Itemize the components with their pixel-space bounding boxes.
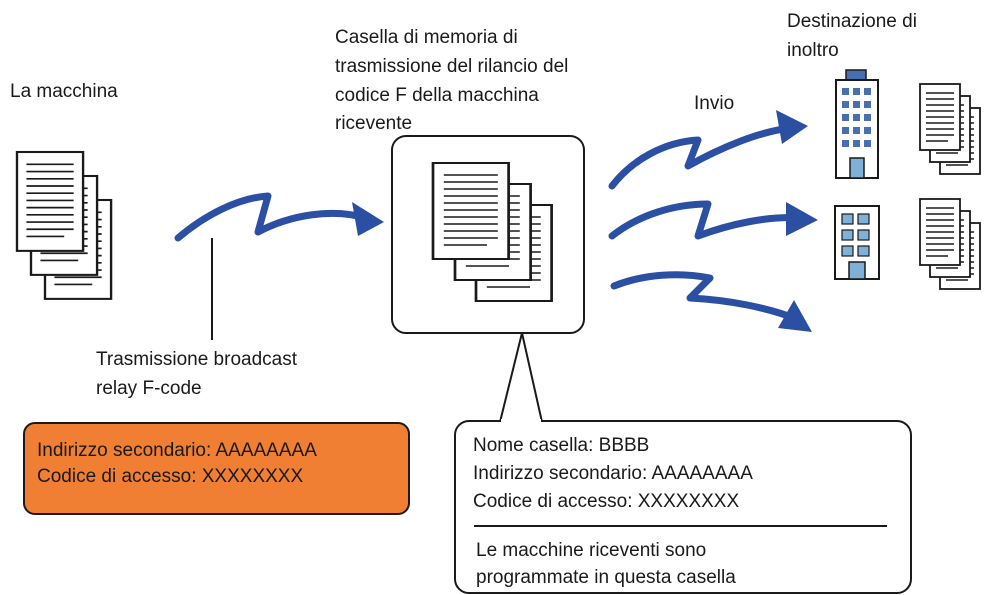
callout-note-line-1: Le macchine riceventi sono xyxy=(476,540,707,561)
forward-arrow-1 xyxy=(608,124,794,190)
broadcast-arrowhead xyxy=(352,202,384,236)
broadcast-label-line-1: Trasmissione broadcast xyxy=(96,349,297,370)
broadcast-arrow xyxy=(174,192,370,242)
destination-label-line-1: Destinazione di xyxy=(787,11,917,32)
mailbox-title-line-1: Casella di memoria di xyxy=(335,27,518,48)
broadcast-label-line-2: relay F-code xyxy=(96,378,202,399)
forward-arrow-2 xyxy=(608,200,802,240)
destination-1-document-stack-icon xyxy=(919,83,981,175)
forward-arrowhead-2 xyxy=(786,202,818,236)
callout-box-name: Nome casella: BBBB xyxy=(473,435,650,456)
mailbox-title-line-3: codice F della macchina xyxy=(335,85,539,106)
sender-passcode: Codice di accesso: XXXXXXXX xyxy=(37,466,304,487)
mailbox-title-line-2: trasmissione del rilancio del xyxy=(335,56,569,77)
callout-note-line-2: programmate in questa casella xyxy=(476,567,736,588)
destination-2-document-stack-icon xyxy=(919,198,981,290)
forward-arrow-3 xyxy=(610,271,798,322)
callout-passcode: Codice di accesso: XXXXXXXX xyxy=(473,491,740,512)
send-label: Invio xyxy=(694,93,735,114)
building-small-icon xyxy=(834,205,880,280)
building-tall-icon xyxy=(835,69,879,179)
sender-sub-address: Indirizzo secondario: AAAAAAAA xyxy=(37,440,317,461)
callout-sub-address: Indirizzo secondario: AAAAAAAA xyxy=(473,463,753,484)
machine-label: La macchina xyxy=(10,81,118,102)
destination-label-line-2: inoltro xyxy=(787,40,839,61)
mailbox-title-line-4: ricevente xyxy=(335,113,413,134)
callout-pointer xyxy=(499,332,543,423)
forward-arrowhead-3 xyxy=(778,300,812,332)
sender-document-stack-icon xyxy=(15,150,113,301)
sender-settings-box: Indirizzo secondario: AAAAAAAA Codice di… xyxy=(23,422,410,515)
mailbox-callout-box xyxy=(454,420,912,594)
forward-arrowhead-1 xyxy=(776,110,808,144)
